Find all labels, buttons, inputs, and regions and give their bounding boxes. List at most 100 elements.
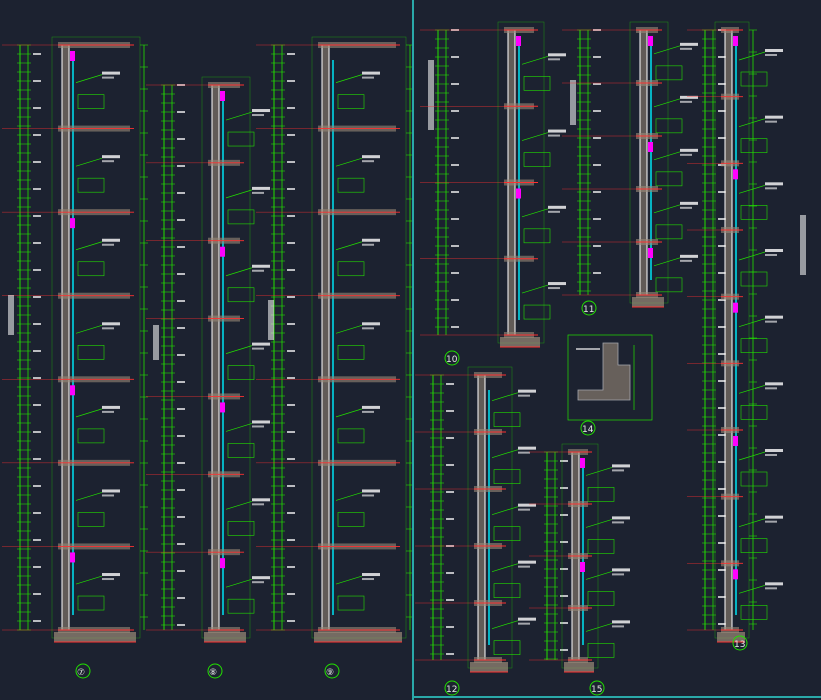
dimension-text [177,624,185,626]
dimension-text [177,138,185,140]
section-marker-7[interactable]: ⑦ [75,663,91,679]
window-frame [740,205,768,220]
dimension-text [560,460,568,462]
dimension-text [33,80,41,82]
leader-line [653,45,681,55]
dimension-text [718,137,726,139]
dimension-text [560,514,568,516]
leader-line [335,241,363,251]
leader-line [491,620,519,629]
dimension-text [287,53,295,55]
leader-line [738,318,766,328]
dimension-text [718,515,726,517]
window-frame [493,583,521,598]
dimension-text [451,218,459,220]
dimension-text [718,272,726,274]
annotation-text [548,282,566,286]
annotation-text [518,394,530,397]
dimension-text [177,246,185,248]
wall-hatch [62,45,69,630]
dimension-text [451,164,459,166]
dimension-text [451,137,459,139]
window-frame [655,224,683,240]
annotation-text [362,494,374,497]
dimension-text [287,107,295,109]
annotation-text [102,494,114,497]
leader-line [75,575,103,585]
leader-line [75,492,103,501]
annotation-text [102,243,114,246]
annotation-text [252,503,264,506]
annotation-text [680,201,698,205]
dimension-text [287,323,295,325]
section-marker-8[interactable]: ⑧ [207,663,223,679]
annotation-text [102,322,120,326]
dimension-text [718,461,726,463]
dimension-text [177,300,185,302]
dimension-text [33,134,41,136]
dimension-text [446,491,454,493]
section-marker-13[interactable]: 13 [732,635,748,651]
dimension-text [718,83,726,85]
dimension-text [287,458,295,460]
sealant-mark [733,302,738,313]
detail-frame [629,21,669,304]
left-sheet [2,36,806,643]
dimension-text [177,381,185,383]
annotation-text [518,508,530,511]
section-marker-15[interactable]: 15 [589,680,605,696]
annotation-text [518,446,536,450]
section-marker-9[interactable]: ⑨ [324,663,340,679]
dimension-text [287,134,295,136]
sealant-mark [220,91,225,101]
vertical-note-text [8,295,14,335]
window-frame [587,591,615,606]
annotation-text [362,238,380,242]
annotation-text [548,129,566,133]
dimension-text [593,83,601,85]
window-frame [493,640,521,655]
wall-section-9 [256,36,414,643]
window-frame [740,538,768,553]
annotation-text [252,498,270,502]
sealant-mark [220,246,225,257]
leader-line [225,345,253,354]
footing-hatch [470,662,508,672]
wall-section-7 [2,36,148,643]
leader-line [653,204,681,214]
window-frame [227,131,255,147]
dimension-text [287,269,295,271]
section-marker-12[interactable]: 12 [444,680,460,696]
dimension-text [287,593,295,595]
window-frame [523,152,551,167]
leader-line [653,151,681,161]
dimension-text [451,191,459,193]
section-label-8: ⑧ [209,668,217,678]
dimension-text [560,595,568,597]
leader-line [585,623,613,632]
leader-line [335,408,363,418]
annotation-text [612,521,624,524]
annotation-text [102,489,120,493]
dimension-text [593,245,601,247]
annotation-text [102,71,120,75]
section-marker-14[interactable]: 14 [580,420,596,436]
section-label-9: ⑨ [326,668,334,678]
annotation-text [362,327,374,330]
window-frame [77,595,105,611]
leader-line [225,578,253,588]
dimension-text [560,541,568,543]
dimension-text [177,570,185,572]
dimension-text [446,464,454,466]
sealant-mark [220,558,225,569]
dimension-text [287,404,295,406]
dimension-text [177,327,185,329]
window-frame [523,304,551,320]
section-marker-11[interactable]: 11 [581,300,597,316]
leader-line [75,241,103,251]
dimension-text [446,653,454,655]
window-frame [655,277,683,293]
section-marker-10[interactable]: 10 [444,350,460,366]
annotation-text [765,454,777,456]
